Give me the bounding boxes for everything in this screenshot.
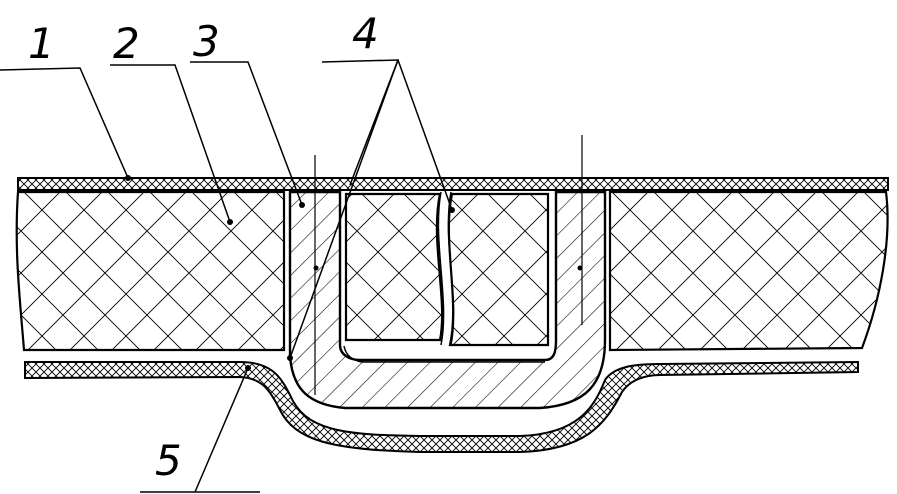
bottom-skin-layer <box>24 360 859 453</box>
label-4: 4 <box>352 9 379 58</box>
leader-lines <box>0 59 453 493</box>
top-skin-layer <box>17 177 889 191</box>
insert-body <box>288 190 607 410</box>
leader-dots <box>125 175 583 371</box>
label-5: 5 <box>155 436 182 485</box>
label-3: 3 <box>193 17 220 66</box>
adhesive-line <box>437 191 455 346</box>
core-left <box>15 190 286 352</box>
inner-core-plug-right <box>447 192 550 347</box>
core-right <box>608 190 889 352</box>
inner-core-plug <box>344 192 444 342</box>
adhesive-bottom <box>343 345 545 363</box>
label-1: 1 <box>28 19 55 68</box>
label-2: 2 <box>113 19 140 68</box>
